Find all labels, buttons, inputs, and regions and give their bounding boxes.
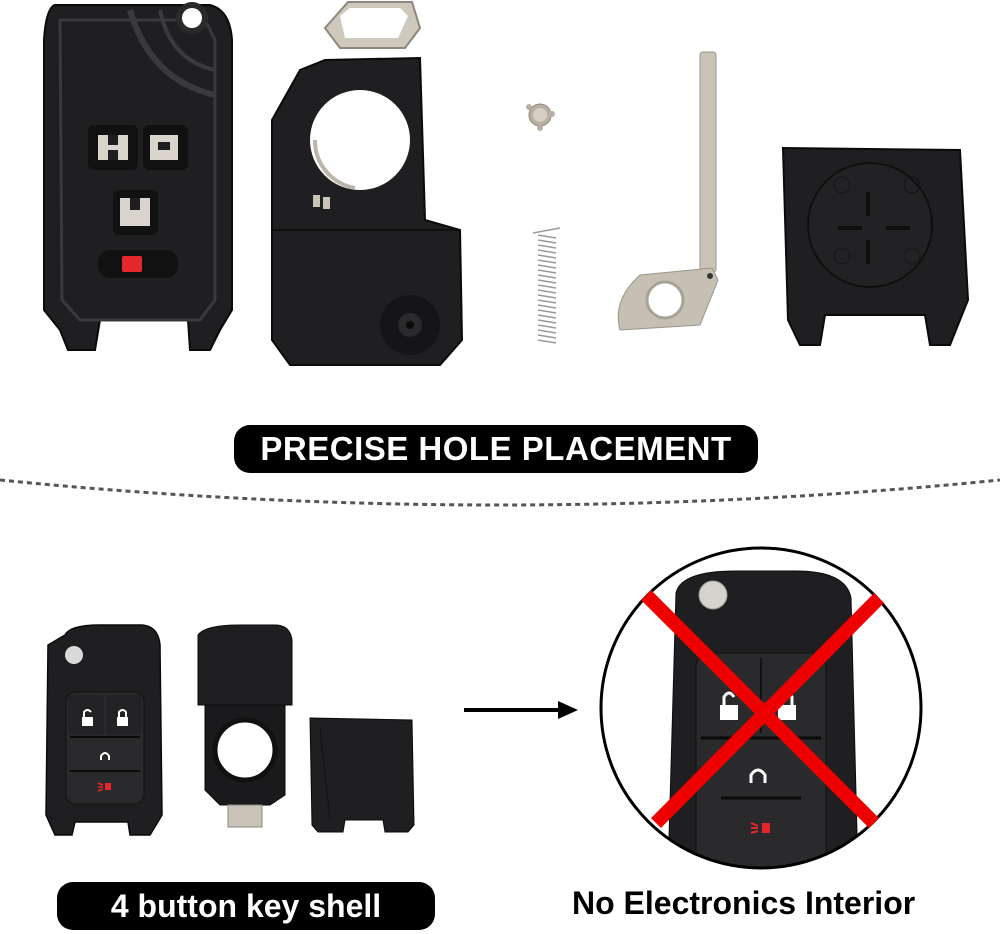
panic-icon [97,782,111,792]
four-button-shell-text: 4 button key shell [110,887,382,924]
unlock-icon [82,709,93,726]
remote-start-icon [749,768,767,783]
top-parts-photo [0,0,1000,400]
four-button-shell-label: 4 button key shell [57,882,435,930]
lock-icon [117,709,128,726]
battery-cover [781,146,970,346]
unlock-icon [720,691,738,720]
assembled-shell-photo [0,600,600,850]
front-shell-interior [43,2,233,351]
rear-shell-assembled [197,624,293,828]
panic-icon [750,822,770,834]
banner-text: PRECISE HOLE PLACEMENT [260,430,732,467]
remote-start-icon [100,752,110,760]
no-electronics-text: No Electronics Interior [572,885,916,921]
no-electronics-label: No Electronics Interior [572,885,915,922]
arrow-right-icon [462,698,582,722]
rear-shell-interior [271,1,464,366]
red-cross-icon [641,590,884,828]
section-divider [0,470,1000,520]
battery-cover-assembled [309,717,415,833]
no-electronics-illustration [596,543,926,873]
spring [532,227,561,344]
precise-hole-placement-banner: PRECISE HOLE PLACEMENT [234,425,758,473]
key-blade-blank [617,51,719,331]
key-fob-front [45,624,163,836]
magnet-disc [526,103,555,131]
